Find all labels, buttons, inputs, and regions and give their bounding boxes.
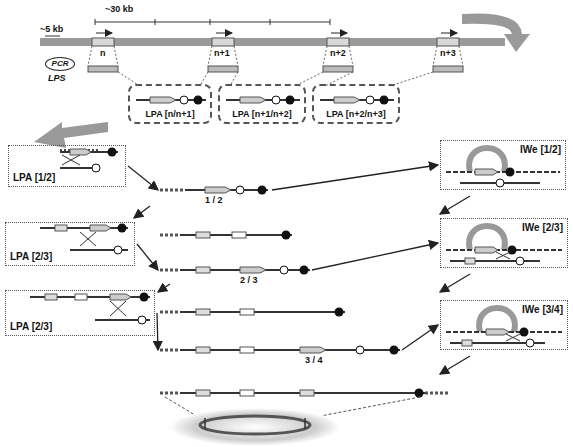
annotation-label: n+1 [214,49,230,59]
box-label: LPA [2/3] [10,251,52,262]
lpa-box: LPA [1/2] [8,145,126,187]
annotation-label: n [100,49,106,59]
box-label: LPA [1/2] [13,172,55,183]
iwe-box: IWe [1/2] [440,140,566,190]
process-arrow [137,244,158,270]
construct-row: 3 / 4 [160,344,400,366]
lpa-box: LPA [n+1/n+2] [218,84,306,124]
annotation-label: n+2 [330,49,346,59]
annotation-label: LPS [48,74,66,84]
lpa-box: LPA [2/3] [5,222,135,266]
iwe-box: IWe [2/3] [440,218,568,268]
box-label: PCR [52,60,69,69]
lpa-box: LPA [2/3] [5,290,155,336]
box-label: LPA [n/n+1] [145,110,194,120]
annotation-label: ~5 kb [40,25,63,35]
box-label: LPA [2/3] [10,321,52,332]
pcr-oval: PCR [45,57,75,71]
box-label: LPA [n+1/n+2] [232,110,292,120]
annotation-label: n+3 [440,49,456,59]
construct-label: 2 / 3 [240,276,258,286]
iwe-box: IWe [3/4] [440,300,568,350]
process-arrow [128,166,158,190]
construct-label: 3 / 4 [305,356,323,366]
process-arrow [312,243,438,270]
lpa-box: LPA [n/n+1] [128,84,212,124]
annotation-label: ~30 kb [105,5,133,15]
process-arrow [402,325,438,350]
construct-label: 1 / 2 [205,196,223,206]
process-arrow [272,165,438,190]
box-label: LPA [n+2/n+3] [326,110,386,120]
lpa-box: LPA [n+2/n+3] [312,84,400,124]
box-label: IWe [1/2] [520,144,561,155]
construct-row: 2 / 3 [160,264,310,286]
construct-row: 1 / 2 [160,184,270,206]
box-label: IWe [2/3] [522,222,563,233]
box-label: IWe [3/4] [522,304,563,315]
process-arrow [157,313,158,350]
